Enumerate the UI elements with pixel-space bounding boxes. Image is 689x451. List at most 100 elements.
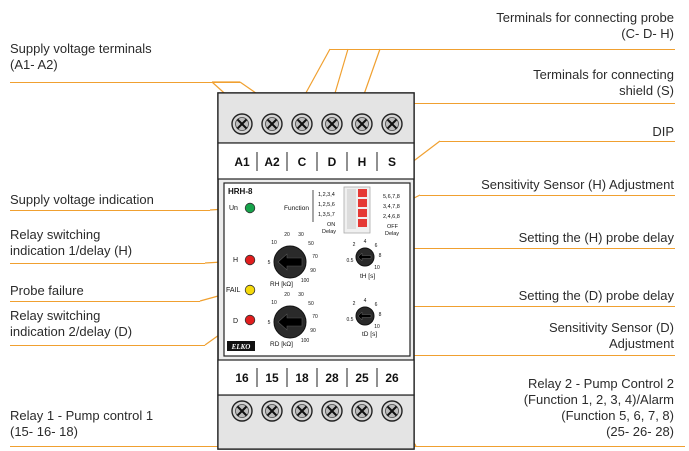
td-scale-6: 6 <box>375 302 378 308</box>
screw-slot <box>266 118 278 130</box>
callout-underline <box>395 248 675 249</box>
callout-probe-terminals: Terminals for connecting probe (C- D- H) <box>496 10 674 42</box>
rh-scale-70: 70 <box>312 254 318 260</box>
rd-unit-label: RD [kΩ] <box>270 341 293 348</box>
screw-icon[interactable] <box>321 400 343 422</box>
screw-icon[interactable] <box>321 113 343 135</box>
off-delay-label: Delay <box>385 231 399 237</box>
elko-logo: ELKO <box>227 341 255 351</box>
screw-icon[interactable] <box>291 113 313 135</box>
dip-switch[interactable] <box>343 186 371 234</box>
callout-shield-terminals-line2: shield (S) <box>619 83 674 98</box>
leader-line <box>332 48 349 101</box>
led-supply-green <box>244 202 256 214</box>
callout-delay-h-text: Setting the (H) probe delay <box>518 230 674 245</box>
terminal-label-d: D <box>328 155 337 169</box>
td-scale-4: 4 <box>364 298 367 304</box>
callout-underline <box>330 355 675 356</box>
arrow-left-icon <box>357 252 372 262</box>
dip-switch-lever-1[interactable] <box>358 189 367 197</box>
screw-icon[interactable] <box>291 400 313 422</box>
callout-relay2-pump-line2: (Function 1, 2, 3, 4)/Alarm <box>523 392 674 407</box>
screw-icon[interactable] <box>231 113 253 135</box>
rh-unit-label: RH [kΩ] <box>270 281 293 288</box>
rd-scale-50: 50 <box>308 301 314 307</box>
terminal-label-26: 26 <box>385 371 399 385</box>
bottom-terminal-block <box>217 394 415 450</box>
logo-text: ELKO <box>231 343 251 351</box>
rh-knob[interactable] <box>273 245 307 279</box>
rh-scale-20: 20 <box>284 232 290 238</box>
callout-supply-indication: Supply voltage indication <box>10 192 154 208</box>
callout-sens-d-line1: Sensitivity Sensor (D) <box>549 320 674 335</box>
screw-icon[interactable] <box>381 400 403 422</box>
callout-sens-d: Sensitivity Sensor (D) Adjustment <box>549 320 674 352</box>
screw-icon[interactable] <box>261 400 283 422</box>
dip-switch-lever-3[interactable] <box>358 209 367 217</box>
callout-probe-terminals-line1: Terminals for connecting probe <box>496 10 674 25</box>
rh-scale-50: 50 <box>308 241 314 247</box>
h-led-label: H <box>233 257 238 264</box>
callout-underline <box>10 301 200 302</box>
callout-underline <box>10 210 210 211</box>
rd-scale-10: 10 <box>271 300 277 306</box>
terminal-label-28: 28 <box>325 371 339 385</box>
label-separators <box>256 152 378 387</box>
callout-relay2-indication: Relay switching indication 2/delay (D) <box>10 308 132 340</box>
screw-icon[interactable] <box>351 113 373 135</box>
terminal-label-16: 16 <box>235 371 249 385</box>
terminal-label-c: C <box>298 155 307 169</box>
screw-slot <box>326 118 338 130</box>
callout-relay1-pump-line2: (15- 16- 18) <box>10 424 78 439</box>
function-row-right-2: 3,4,7,8 <box>383 204 400 210</box>
th-scale-8: 8 <box>379 253 382 259</box>
callout-supply-terminals-line1: Supply voltage terminals <box>10 41 152 56</box>
terminal-label-18: 18 <box>295 371 309 385</box>
th-scale-2: 2 <box>353 242 356 248</box>
callout-delay-h: Setting the (H) probe delay <box>519 230 674 246</box>
led-relay1-red <box>244 254 256 266</box>
arrow-left-icon <box>277 313 303 331</box>
dip-switch-lever-2[interactable] <box>358 199 367 207</box>
callout-underline <box>395 306 675 307</box>
td-knob[interactable] <box>355 306 375 326</box>
callout-underline <box>415 103 675 104</box>
rh-scale-30: 30 <box>298 232 304 238</box>
th-scale-0.5: 0.5 <box>347 258 354 264</box>
callout-shield-terminals: Terminals for connecting shield (S) <box>533 67 674 99</box>
callout-underline <box>420 195 675 196</box>
function-row-1: 1,2,3,4 <box>318 192 335 198</box>
function-row-3: 1,3,5,7 <box>318 212 335 218</box>
function-row-right-1: 5,6,7,8 <box>383 194 400 200</box>
function-label: Function <box>284 205 309 212</box>
screw-slot <box>356 405 368 417</box>
td-scale-8: 8 <box>379 312 382 318</box>
screw-icon[interactable] <box>351 400 373 422</box>
callout-supply-terminals-line2: (A1- A2) <box>10 57 58 72</box>
th-knob[interactable] <box>355 247 375 267</box>
bottom-label-strip <box>217 359 415 396</box>
screw-slot <box>386 405 398 417</box>
rd-scale-70: 70 <box>312 314 318 320</box>
callout-dip: DIP <box>652 124 674 140</box>
d-led-label: D <box>233 318 238 325</box>
top-label-strip <box>217 142 415 180</box>
arrow-left-icon <box>277 253 303 271</box>
screw-icon[interactable] <box>231 400 253 422</box>
terminal-label-s: S <box>388 155 396 169</box>
screw-icon[interactable] <box>261 113 283 135</box>
screw-slot <box>356 118 368 130</box>
th-scale-6: 6 <box>375 243 378 249</box>
td-scale-10: 10 <box>374 324 380 330</box>
rd-scale-20: 20 <box>284 292 290 298</box>
screw-icon[interactable] <box>381 113 403 135</box>
rd-knob[interactable] <box>273 305 307 339</box>
screw-slot <box>236 405 248 417</box>
callout-relay2-pump: Relay 2 - Pump Control 2 (Function 1, 2,… <box>524 376 674 440</box>
top-screws <box>231 113 403 135</box>
rd-scale-100: 100 <box>301 338 310 344</box>
callout-sens-d-line2: Adjustment <box>608 336 674 351</box>
callout-relay2-pump-line3: (Function 5, 6, 7, 8) <box>561 408 674 423</box>
th-scale-4: 4 <box>364 239 367 245</box>
dip-switch-lever-4[interactable] <box>358 219 367 227</box>
